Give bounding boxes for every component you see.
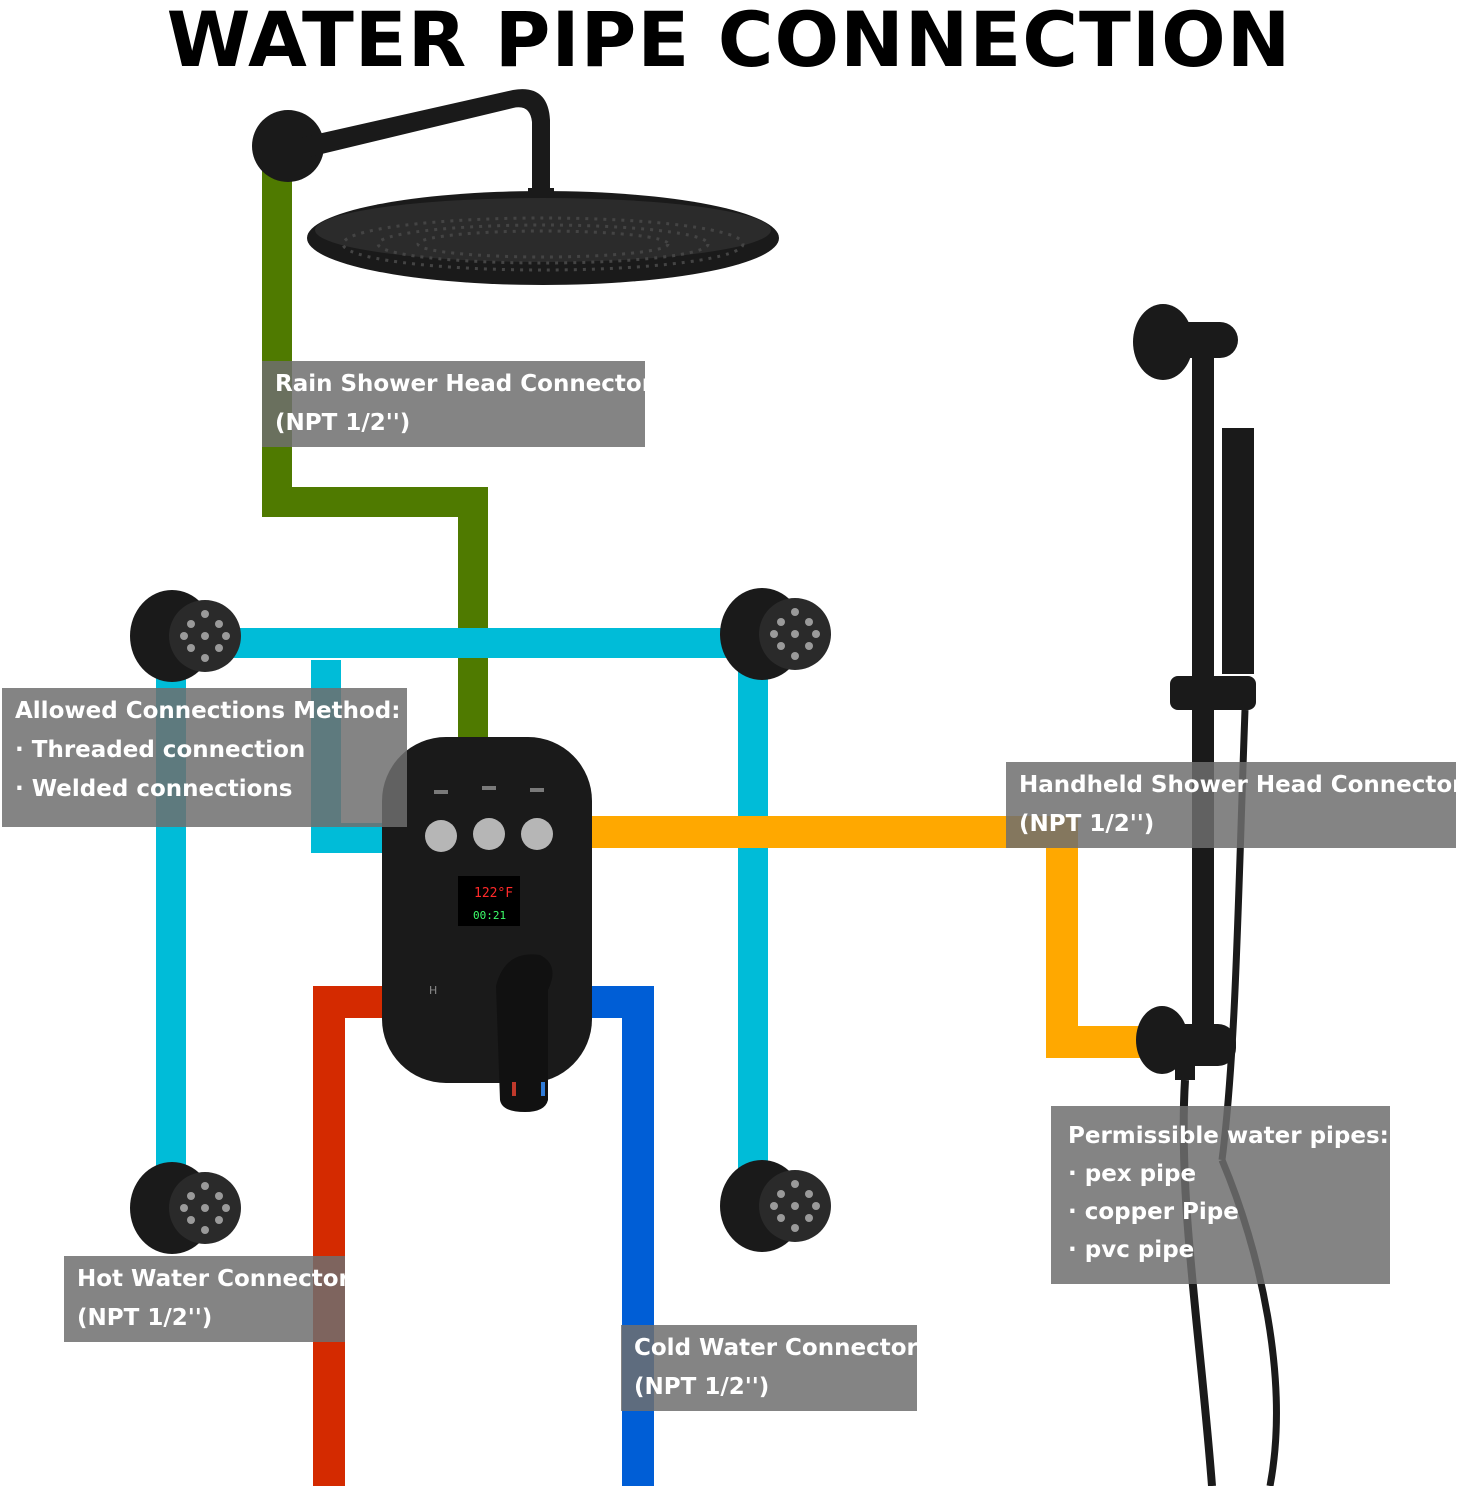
rain-label-line2: (NPT 1/2'') — [275, 410, 411, 436]
rain-shower-head — [252, 89, 779, 285]
hot-label-line1: Hot Water Connector — [77, 1266, 350, 1292]
cold-label-line1: Cold Water Connector — [634, 1335, 918, 1361]
rain-shower-connector-label: Rain Shower Head Connector (NPT 1/2'') — [262, 361, 654, 447]
method-item: Threaded connection — [15, 731, 394, 770]
body-jet-bottom-left — [130, 1162, 241, 1254]
body-jet-bottom-right — [720, 1160, 831, 1252]
page-title: WATER PIPE CONNECTION — [166, 0, 1292, 84]
diverter-knobs — [425, 818, 553, 852]
methods-heading: Allowed Connections Method: — [15, 698, 401, 724]
hot-water-pipe — [313, 986, 400, 1486]
display-temp: 122°F — [474, 886, 513, 901]
cold-water-connector-label: Cold Water Connector (NPT 1/2'') — [621, 1325, 918, 1411]
rain-label-line1: Rain Shower Head Connector — [275, 371, 654, 397]
handheld-connector-label: Handheld Shower Head Connector (NPT 1/2'… — [1006, 762, 1458, 848]
hot-mark: H — [429, 984, 437, 997]
pipes-heading: Permissible water pipes: — [1068, 1123, 1389, 1149]
handheld-label-line2: (NPT 1/2'') — [1019, 811, 1155, 837]
pipe-item: copper Pipe — [1068, 1193, 1377, 1231]
pipe-item: pex pipe — [1068, 1155, 1377, 1193]
body-jet-top-left — [130, 590, 241, 682]
pipe-item: pvc pipe — [1068, 1231, 1377, 1269]
handheld-label-line1: Handheld Shower Head Connector — [1019, 772, 1458, 798]
method-item: Welded connections — [15, 770, 394, 809]
hot-label-line2: (NPT 1/2'') — [77, 1305, 213, 1331]
cold-water-pipe — [575, 986, 654, 1486]
hot-water-connector-label: Hot Water Connector (NPT 1/2'') — [64, 1256, 350, 1342]
mixer-valve: 122°F 00:21 H — [382, 737, 592, 1112]
connection-methods-label: Allowed Connections Method: Threaded con… — [2, 688, 407, 827]
handheld-shower-pipe — [585, 816, 1150, 1058]
body-jet-top-right — [720, 588, 831, 680]
display-time: 00:21 — [473, 909, 506, 922]
permissible-pipes-label: Permissible water pipes: pex pipe copper… — [1051, 1106, 1390, 1284]
handheld-slide-bar — [1133, 304, 1280, 1486]
cold-label-line2: (NPT 1/2'') — [634, 1374, 770, 1400]
